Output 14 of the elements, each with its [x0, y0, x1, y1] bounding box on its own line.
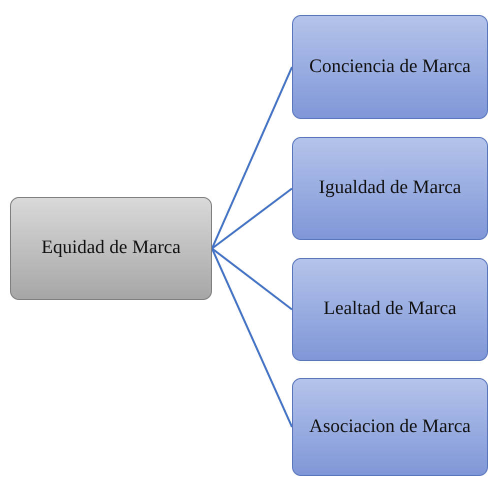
node-label: Igualdad de Marca	[318, 176, 462, 200]
node-label: Asociacion de Marca	[309, 414, 471, 439]
node-label: Conciencia de Marca	[309, 54, 471, 79]
process-box	[292, 258, 488, 361]
node-label: Equidad de Marca	[41, 236, 181, 260]
process-box	[292, 378, 488, 476]
connector-line	[211, 248, 293, 428]
process-box	[292, 137, 488, 240]
connector-line	[211, 188, 293, 250]
connector-line	[211, 66, 293, 249]
process-box	[292, 15, 488, 119]
node-label: Lealtad de Marca	[324, 297, 456, 322]
process-box	[10, 197, 212, 300]
connector-line	[211, 248, 293, 310]
